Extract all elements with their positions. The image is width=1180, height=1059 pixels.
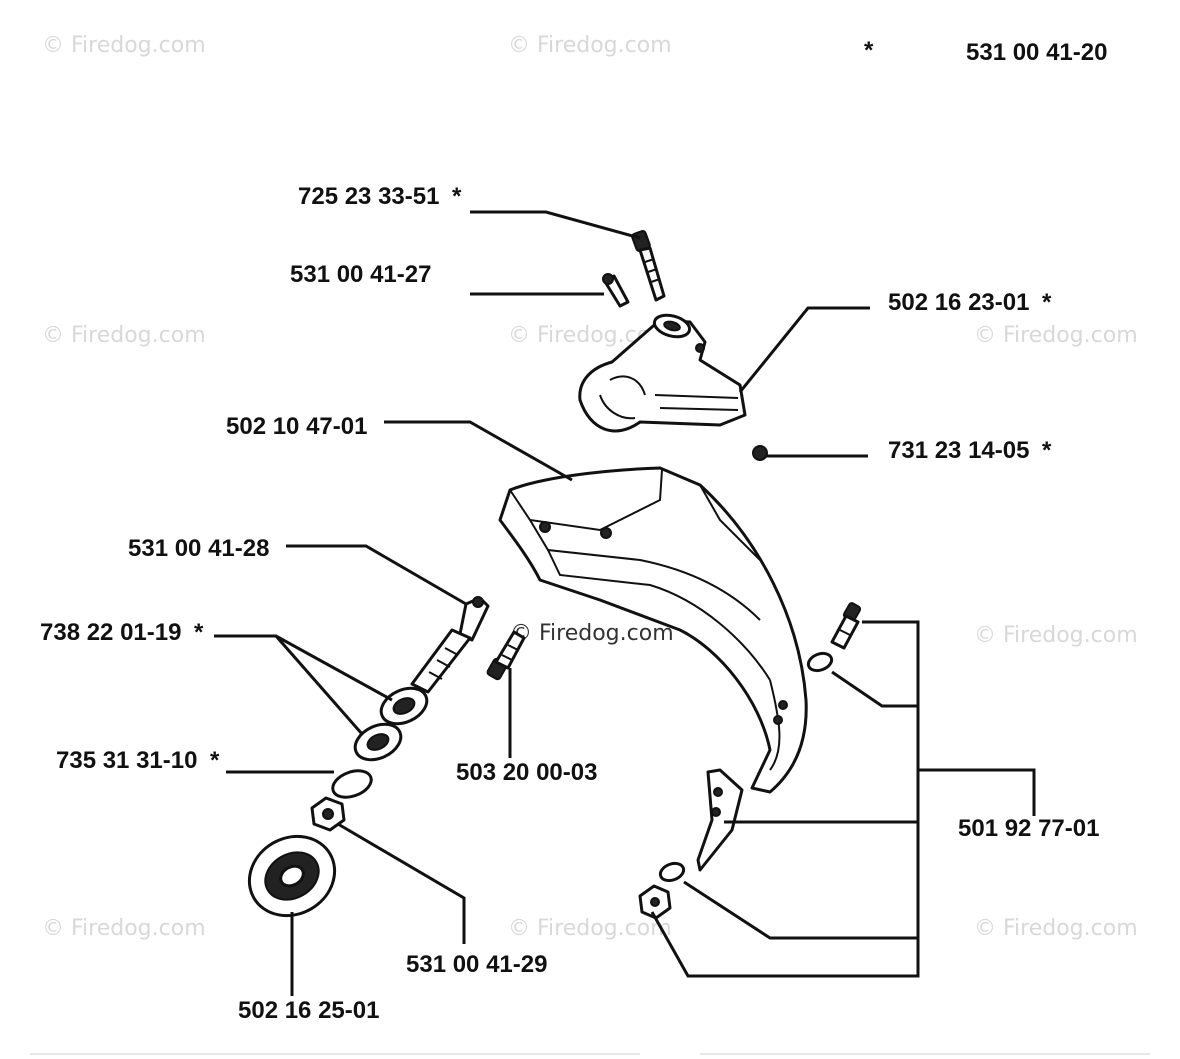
cup-washer-icon xyxy=(247,834,337,918)
gear-housing-icon xyxy=(578,313,747,433)
bolt-icon xyxy=(631,229,666,302)
pin-icon xyxy=(602,273,630,308)
part-mark: * xyxy=(1042,437,1052,464)
kit-nut-icon xyxy=(638,884,672,920)
part-number: 531 00 41-27 xyxy=(290,261,431,288)
watermark-center: © Firedog.com xyxy=(510,621,674,646)
hex-nut-icon xyxy=(310,796,346,832)
kit-washer-icon xyxy=(806,651,834,673)
part-mark: * xyxy=(452,183,462,210)
kit-screw-icon xyxy=(830,602,862,650)
part-number: 731 23 14-05 xyxy=(888,437,1029,464)
bearing-icon xyxy=(353,686,429,762)
watermark: © Firedog.com xyxy=(508,33,672,58)
part-number: 738 22 01-19 xyxy=(40,619,181,646)
watermark: © Firedog.com xyxy=(508,916,672,941)
assembly-number: 531 00 41-20 xyxy=(966,39,1107,66)
kit-washer-small-icon xyxy=(658,861,686,883)
watermarks: © Firedog.com © Firedog.com © Firedog.co… xyxy=(42,33,1138,941)
part-mark: * xyxy=(194,619,204,646)
part-number: 531 00 41-28 xyxy=(128,535,269,562)
watermark: © Firedog.com xyxy=(974,916,1138,941)
watermark: © Firedog.com xyxy=(42,916,206,941)
part-labels: 725 23 33-51 * 531 00 41-27 502 16 23-01… xyxy=(40,183,1099,1024)
circlip-icon xyxy=(331,769,373,799)
watermark: © Firedog.com xyxy=(42,33,206,58)
part-number: 725 23 33-51 xyxy=(298,183,439,210)
leader-lines xyxy=(214,210,1036,996)
watermark: © Firedog.com xyxy=(974,323,1138,348)
part-number: 503 20 00-03 xyxy=(456,759,597,786)
part-mark: * xyxy=(210,747,220,774)
part-mark: * xyxy=(1042,289,1052,316)
nut-icon xyxy=(752,445,768,461)
part-number: 501 92 77-01 xyxy=(958,815,1099,842)
watermark: © Firedog.com xyxy=(42,323,206,348)
watermark: © Firedog.com xyxy=(974,623,1138,648)
blade-guard-icon xyxy=(498,466,808,794)
screw-icon xyxy=(486,630,526,681)
part-number: 735 31 31-10 xyxy=(56,747,197,774)
part-number: 531 00 41-29 xyxy=(406,951,547,978)
part-number: 502 16 23-01 xyxy=(888,289,1029,316)
shaft-icon xyxy=(410,596,490,694)
header-asterisk: * xyxy=(864,37,874,64)
part-number: 502 16 25-01 xyxy=(238,997,379,1024)
kit-knife-icon xyxy=(696,768,744,872)
part-number: 502 10 47-01 xyxy=(226,413,367,440)
